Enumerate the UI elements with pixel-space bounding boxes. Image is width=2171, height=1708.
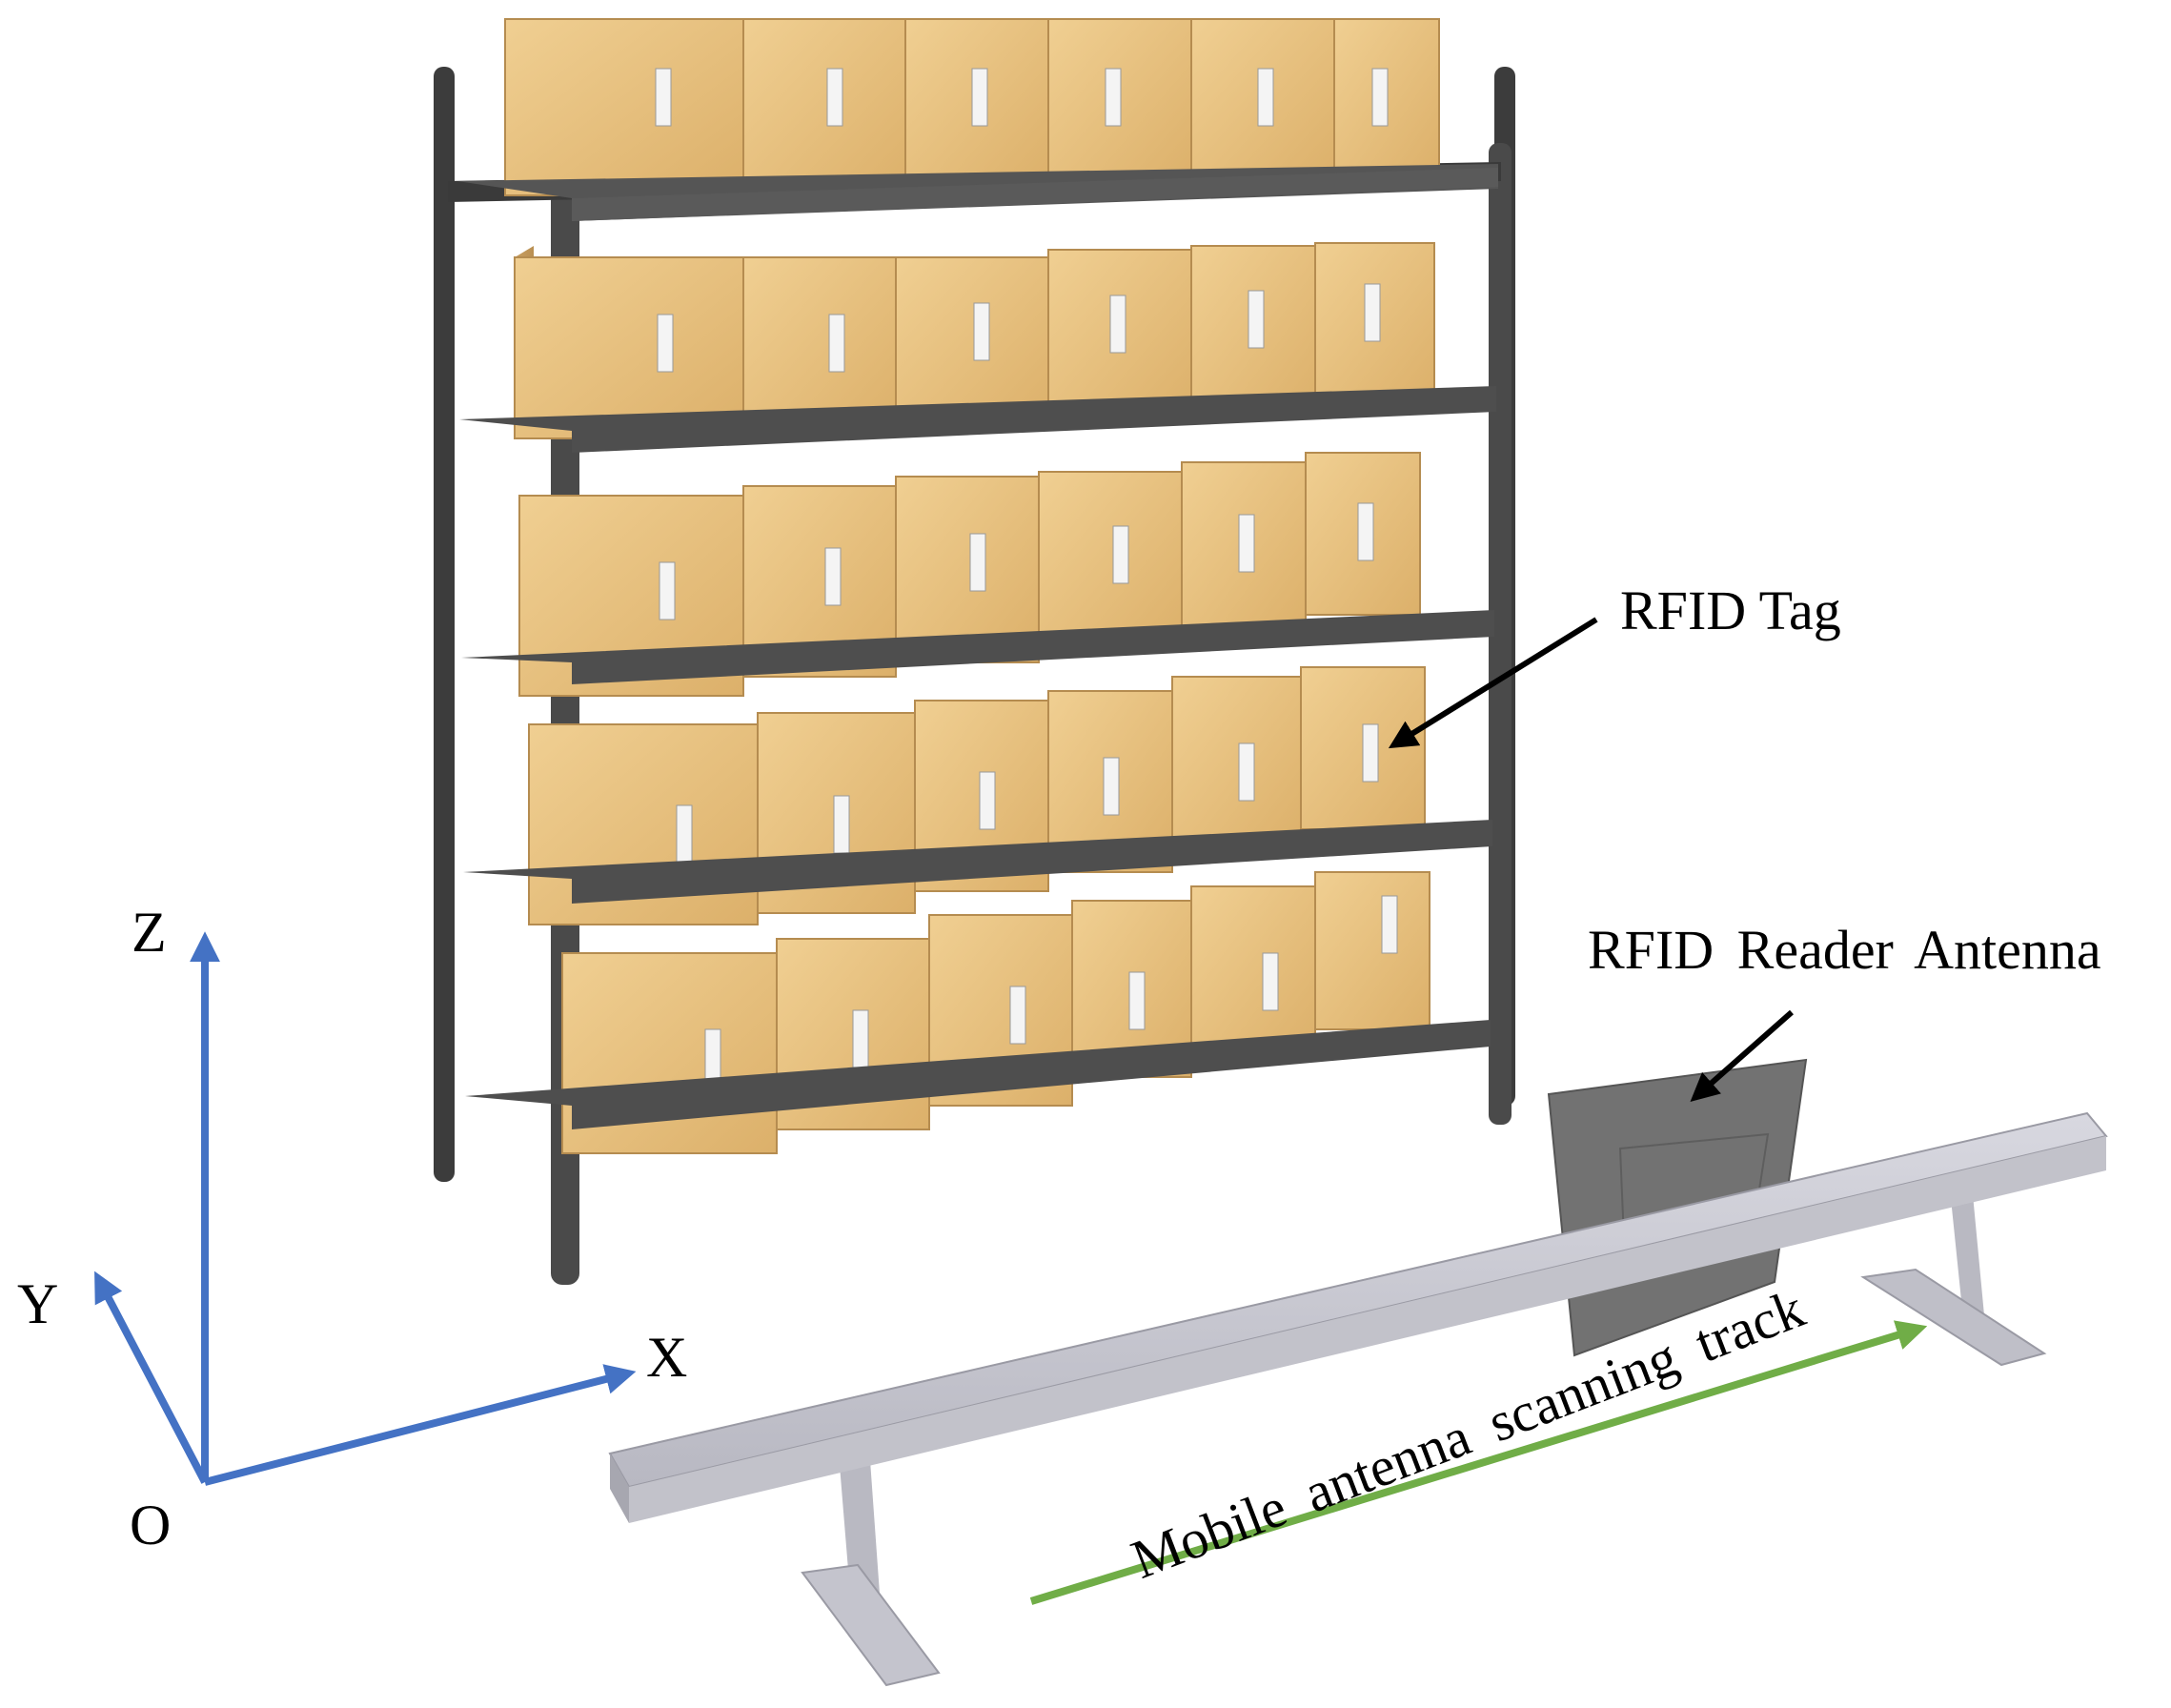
rail-beam (608, 1111, 2108, 1489)
shelf-level-5 (465, 1020, 1491, 1129)
axis-x-label: X (646, 1326, 688, 1389)
axis-z-label: Z (132, 901, 167, 964)
scanning-direction-arrow (1029, 1320, 1928, 1605)
rfid-tag-target (1362, 723, 1379, 783)
antenna-pointer-arrow (1690, 1009, 1794, 1102)
box-row-1 (504, 18, 1440, 196)
box-row-2 (514, 242, 1435, 439)
origin-label: O (130, 1494, 172, 1556)
shelf-post-back-left (434, 67, 455, 1182)
coordinate-axes (94, 931, 637, 1486)
rfid-tag-label: RFID Tag (1620, 580, 1841, 641)
rail-leg-right (1949, 1174, 1984, 1319)
reader-antenna-label: RFID Reader Antenna (1588, 919, 2101, 981)
shelf-level-3 (461, 610, 1494, 684)
shelf-level-4 (463, 820, 1492, 904)
axis-y-arrow (94, 1271, 209, 1484)
shelf-level-2 (459, 386, 1496, 453)
rfid-tag-pointer-arrow (1388, 617, 1598, 749)
shelving-unit (434, 18, 1515, 1285)
axis-x-arrow (204, 1364, 637, 1486)
axis-y-label: Y (17, 1272, 59, 1335)
rail-track (608, 1111, 2108, 1687)
